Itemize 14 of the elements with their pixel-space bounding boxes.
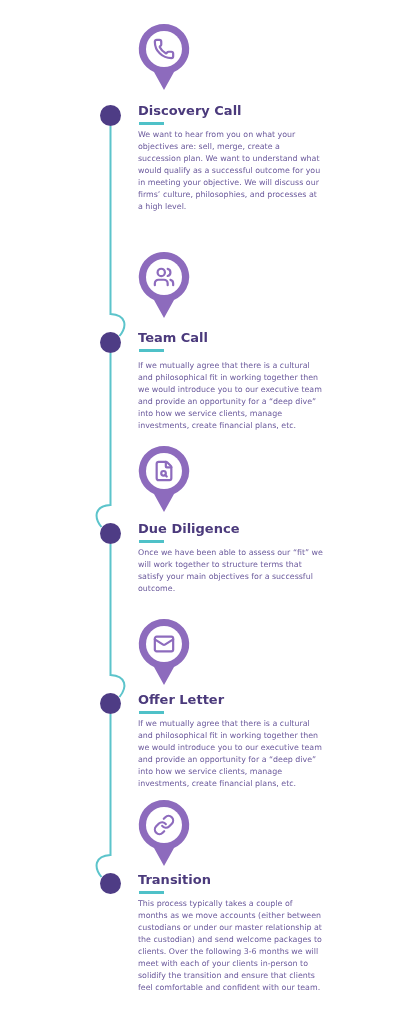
step-title: Due Diligence xyxy=(138,521,241,537)
step-title: Team Call xyxy=(138,330,210,346)
timeline-dot xyxy=(100,332,121,353)
timeline-dot xyxy=(100,523,121,544)
timeline-dot xyxy=(100,693,121,714)
timeline-line xyxy=(109,125,126,337)
step-title: Offer Letter xyxy=(138,692,226,708)
timeline-line xyxy=(109,543,126,698)
timeline-dot xyxy=(100,873,121,894)
step-title: Transition xyxy=(138,872,212,888)
timeline-line xyxy=(95,713,112,878)
timeline-dot xyxy=(100,105,121,126)
step-title: Discovery Call xyxy=(138,103,243,119)
timeline-line xyxy=(95,352,112,528)
